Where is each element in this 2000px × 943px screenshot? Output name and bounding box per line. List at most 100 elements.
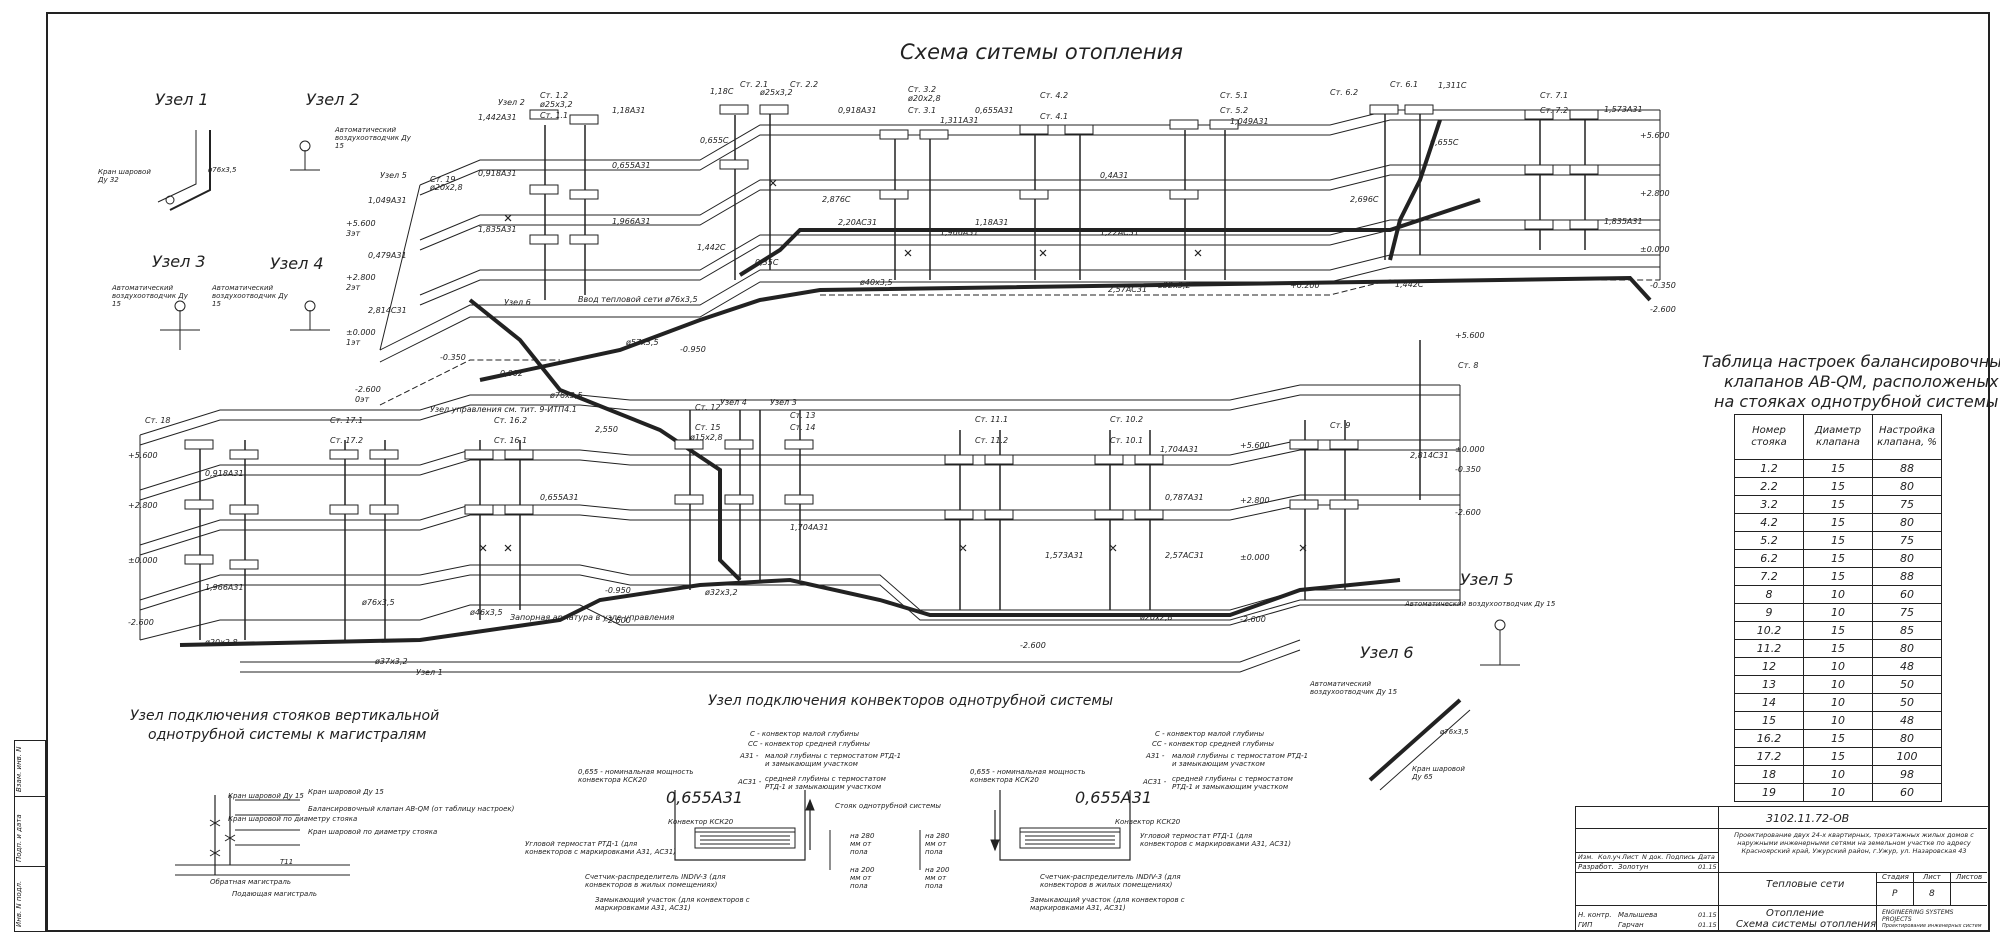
lbl-a56: Ст. 7.1 [1540, 91, 1568, 100]
lbl-a92: 2,550 [595, 425, 618, 434]
stamp-nk-date: 01.15 [1698, 911, 1717, 919]
lvl-0000-b: ±0.000 [1640, 245, 1670, 254]
lvl-m2600-g: -2.600 [605, 616, 631, 625]
lbl-a84: 0,918А31 [205, 469, 244, 478]
lvl-m350-b: -0.350 [1650, 281, 1676, 290]
lbl-a80: Ст. 16.1 [494, 436, 527, 445]
valve-table-cell: 14 [1734, 693, 1804, 712]
valve-table-cell: 6.2 [1734, 549, 1804, 568]
lbl-a4: Ст. 1.1 [540, 111, 568, 120]
lbl-a65: 1,704А31 [1160, 445, 1199, 454]
conv-h200-1: на 200 мм от пола [850, 866, 875, 890]
lbl-a20: 0,002 [500, 369, 523, 378]
riser-supply-line: Подающая магистраль [232, 890, 317, 898]
lbl-a51: Ст. 6.1 [1390, 80, 1418, 89]
riser-note-3: Кран шаровой Ду 15 [308, 788, 384, 796]
lbl-a27: 0,655С [700, 136, 729, 145]
stamp-nk-name: Малышева [1618, 911, 1658, 919]
stamp-section: Тепловые сети [1766, 879, 1845, 890]
lvl-5600-e: +5.600 [1455, 331, 1485, 340]
lvl-m2600-f: -2.600 [1020, 641, 1046, 650]
riser-return-line: Обратная магистраль [210, 878, 291, 886]
lbl-a35: 0,918А31 [838, 106, 877, 115]
valve-table-cell: 60 [1872, 783, 1942, 802]
valve-table-cell: 80 [1872, 729, 1942, 748]
lbl-a61: Ст. 9 [1330, 421, 1350, 430]
conv-h200-2: на 200 мм от пола [925, 866, 950, 890]
lbl-a95: Узел 3 [770, 398, 797, 407]
node-label-6: Узел 6 [1360, 643, 1414, 662]
conv-h280-1: на 280 мм от пола [850, 832, 875, 856]
lvl-m950-b: -0.950 [605, 586, 631, 595]
stamp-col-sign: Подпись [1666, 853, 1696, 861]
conv-h280-2: на 280 мм от пола [925, 832, 950, 856]
lbl-a72: Ст. 12 [695, 403, 721, 412]
valve-table-cell: 10 [1803, 783, 1873, 802]
lbl-a91: ø76х3,5 [361, 598, 395, 607]
lvl-m350-a: -0.350 [440, 353, 466, 362]
valve-table-cell: 100 [1872, 747, 1942, 766]
lbl-a70: Ст. 11.2 [975, 436, 1008, 445]
valve-table-cell: 16.2 [1734, 729, 1804, 748]
lbl-a47: Ст. 5.1 [1220, 91, 1248, 100]
lbl-a77: Ст. 14 [790, 423, 816, 432]
lbl-a39: Ст. 4.2 [1040, 91, 1068, 100]
lbl-a7: 0,918А31 [478, 169, 517, 178]
lvl-5600-d: +5.600 [1240, 441, 1270, 450]
lbl-a62: 2,814С31 [1410, 451, 1449, 460]
valve-table-cell: 15 [1803, 549, 1873, 568]
valve-table-header: Номер стояка [1734, 414, 1804, 460]
lbl-a90: ø46х3,5 [469, 608, 503, 617]
valve-table-title-1: Таблица настроек балансировочных [1702, 352, 2000, 371]
conv-power-note-2: 0,655 - номинальная мощность конвектора … [970, 768, 1086, 784]
note-pipe76b: ø76х3,5 [1440, 728, 1469, 736]
lvl-2800-a: +2.800 [346, 273, 376, 282]
stamp-stage-h: Стадия [1882, 873, 1909, 881]
conv-counter-1: Счетчик-распределитель INDIV-3 (для конв… [585, 873, 726, 889]
lbl-a41: 0,655А31 [975, 106, 1014, 115]
lvl-200-a: +0.200 [1290, 281, 1320, 290]
valve-table-cell: 15 [1803, 729, 1873, 748]
valve-table-cell: 15 [1803, 495, 1873, 514]
lbl-a22: ø57х3,5 [625, 338, 659, 347]
valve-table-cell: 75 [1872, 531, 1942, 550]
lvl-et0-a: 0эт [355, 395, 369, 404]
valve-table-cell: 10 [1803, 603, 1873, 622]
lbl-a87: Запорная арматура в узле управления [510, 613, 675, 622]
lvl-2800-c: +2.800 [128, 501, 158, 510]
lvl-2800-d: +2.800 [1240, 496, 1270, 505]
lbl-a71: 1,573А31 [1045, 551, 1084, 560]
node-label-5: Узел 5 [1460, 570, 1514, 589]
valve-table-cell: 10 [1803, 765, 1873, 784]
conv-big-label-1: 0,655А31 [666, 788, 744, 807]
conv-big-label-2: 0,655А31 [1075, 788, 1153, 807]
lbl-a81: Ст. 17.1 [330, 416, 363, 425]
lvl-0000-a: ±0.000 [346, 328, 376, 337]
stamp-dev-name: Золотун [1618, 863, 1649, 871]
stamp-sheets-h: Листов [1956, 873, 1983, 881]
lbl-a42: 0,4А31 [1100, 171, 1128, 180]
lbl-a28: 1,442С [697, 243, 726, 252]
lbl-a44: 1,22АС31 [1100, 228, 1139, 237]
conv-legend-ac31-2: средней глубины с термостатом РТД-1 и за… [1172, 775, 1293, 791]
lvl-m950-a: -0.950 [680, 345, 706, 354]
valve-table-cell: 9 [1734, 603, 1804, 622]
lbl-a16: 2,814С31 [368, 306, 407, 315]
valve-table-cell: 50 [1872, 693, 1942, 712]
lbl-a19: Узел управления см. тит. 9-ИТП4.1 [430, 405, 577, 414]
valve-settings-table: Номер стояка Диаметр клапана Настройка к… [1734, 414, 1942, 802]
valve-table-cell: 48 [1872, 711, 1942, 730]
valve-table-title-3: на стояках однотрубной системы [1714, 392, 1999, 411]
side-cell-sign: Подп. и дата [15, 797, 45, 867]
valve-table-cell: 12 [1734, 657, 1804, 676]
valve-table-cell: 88 [1872, 459, 1942, 478]
lbl-a64: Ст. 10.1 [1110, 436, 1143, 445]
conv-closing-2: Замыкающий участок (для конвекторов с ма… [1030, 896, 1185, 912]
conv-legend-a31: малой глубины с термостатом РТД-1 и замы… [765, 752, 902, 768]
lbl-a8: 0,655А31 [612, 161, 651, 170]
